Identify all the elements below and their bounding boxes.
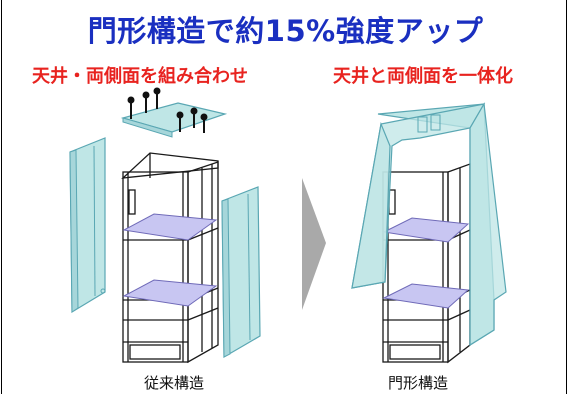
slide-title: 門形構造で約15%強度アップ (87, 14, 484, 48)
left-border (1, 0, 2, 394)
conventional-structure (69, 87, 261, 364)
screw-icons (127, 87, 208, 133)
lower-shelf (122, 279, 218, 307)
label-gate: 門形構造 (388, 374, 449, 392)
label-conventional: 従来構造 (144, 374, 205, 392)
gate-upper-shelf (382, 217, 470, 243)
transition-arrow (302, 178, 326, 310)
right-side-panel (221, 186, 261, 359)
rack-frame (121, 152, 219, 364)
gate-panel-right-wall (469, 102, 507, 347)
gate-panel-left-wall (351, 121, 391, 289)
gate-lower-shelf (382, 283, 470, 309)
ceiling-slots (417, 114, 441, 133)
gate-rack-frame (382, 163, 471, 364)
right-border (566, 0, 567, 394)
subtitle-conventional: 天井・両側面を組み合わせ (32, 66, 248, 87)
left-side-panel (69, 137, 106, 314)
subtitle-gate: 天井と両側面を一体化 (333, 66, 513, 87)
upper-shelf (122, 213, 218, 241)
gate-structure (351, 102, 507, 364)
top-panel (120, 87, 228, 138)
